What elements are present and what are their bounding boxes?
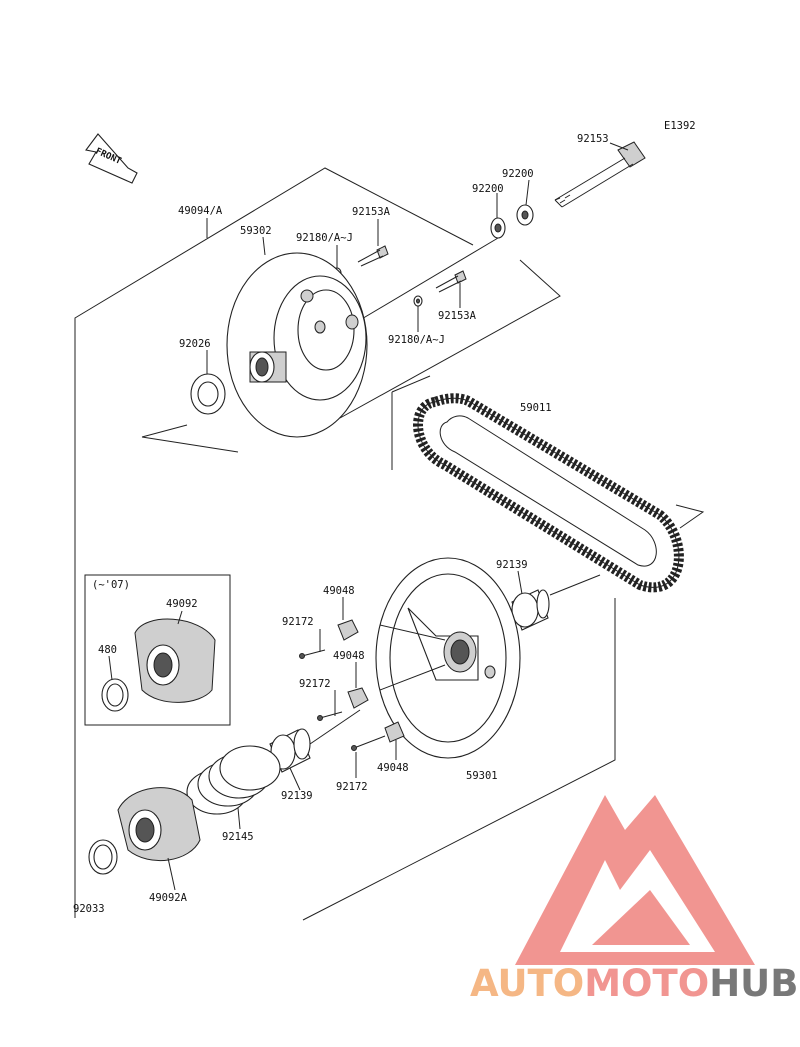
label-49048-low: 49048	[377, 762, 409, 774]
variant-note: (~'07)	[92, 579, 130, 591]
leader-lines	[108, 142, 629, 891]
watermark-hub: HUB	[709, 962, 798, 1005]
label-49048-top: 49048	[323, 585, 355, 597]
label-49094A: 49094/A	[178, 205, 223, 217]
bushing-92139-lower	[269, 709, 361, 773]
bolt-92153A-upper	[357, 245, 389, 267]
sheave-59301	[375, 557, 521, 759]
bushing-92139-upper	[511, 574, 601, 631]
label-92200-inner: 92200	[472, 183, 504, 195]
watermark: AUTOMOTOHUB	[470, 795, 798, 1005]
label-92139-upper: 92139	[496, 559, 528, 571]
label-59302: 59302	[240, 225, 272, 237]
washer-92200-inner	[490, 217, 506, 239]
watermark-moto: MOTO	[584, 962, 709, 1005]
washer-92180-lower	[413, 295, 423, 307]
spacer-92026	[190, 373, 226, 415]
label-92139-lower: 92139	[281, 790, 313, 802]
label-49092A: 49092A	[149, 892, 188, 904]
label-92153A-upper: 92153A	[352, 206, 391, 218]
bolt-92153A-lower	[435, 270, 467, 293]
circlip-92033	[88, 839, 118, 875]
label-92200-outer: 92200	[502, 168, 534, 180]
part-labels: 92153 92200 92200 49094/A 92153A 59302 9…	[73, 133, 609, 915]
pulley-face-59302	[226, 252, 368, 438]
washer-92200-outer	[516, 204, 534, 226]
label-92033: 92033	[73, 903, 105, 915]
label-92180-lower: 92180/A~J	[388, 334, 445, 346]
slider-49048-mid	[347, 687, 369, 709]
label-59301: 59301	[466, 770, 498, 782]
screw-92172-mid	[317, 711, 343, 721]
label-92153A-lower: 92153A	[438, 310, 477, 322]
label-49048-mid: 49048	[333, 650, 365, 662]
variant-inset-box: (~'07)	[84, 574, 231, 726]
label-59011: 59011	[520, 402, 552, 414]
label-92172-low: 92172	[336, 781, 368, 793]
slider-49048-top	[337, 619, 359, 641]
label-480: 480	[98, 644, 117, 656]
watermark-text: AUTOMOTOHUB	[470, 962, 798, 1005]
cam-49092	[134, 618, 216, 703]
label-92153: 92153	[577, 133, 609, 145]
label-92145: 92145	[222, 831, 254, 843]
slider-49048-low	[384, 721, 405, 743]
label-92172-mid: 92172	[299, 678, 331, 690]
cam-49092A	[117, 787, 201, 862]
label-92172-top: 92172	[282, 616, 314, 628]
label-49092: 49092	[166, 598, 198, 610]
front-arrow-icon: FRONT	[85, 133, 138, 184]
screw-92172-low	[351, 735, 386, 751]
bolt-92153	[554, 141, 646, 208]
spring-92145	[186, 745, 281, 815]
drive-belt-59011	[413, 393, 684, 593]
watermark-auto: AUTO	[470, 962, 584, 1005]
watermark-logo-icon	[515, 795, 755, 965]
screw-92172-top	[299, 649, 326, 659]
assembly-frame	[74, 167, 705, 921]
label-92026: 92026	[179, 338, 211, 350]
figure-code: E1392	[664, 120, 696, 132]
label-92180-upper: 92180/A~J	[296, 232, 353, 244]
circlip-480	[101, 678, 129, 712]
